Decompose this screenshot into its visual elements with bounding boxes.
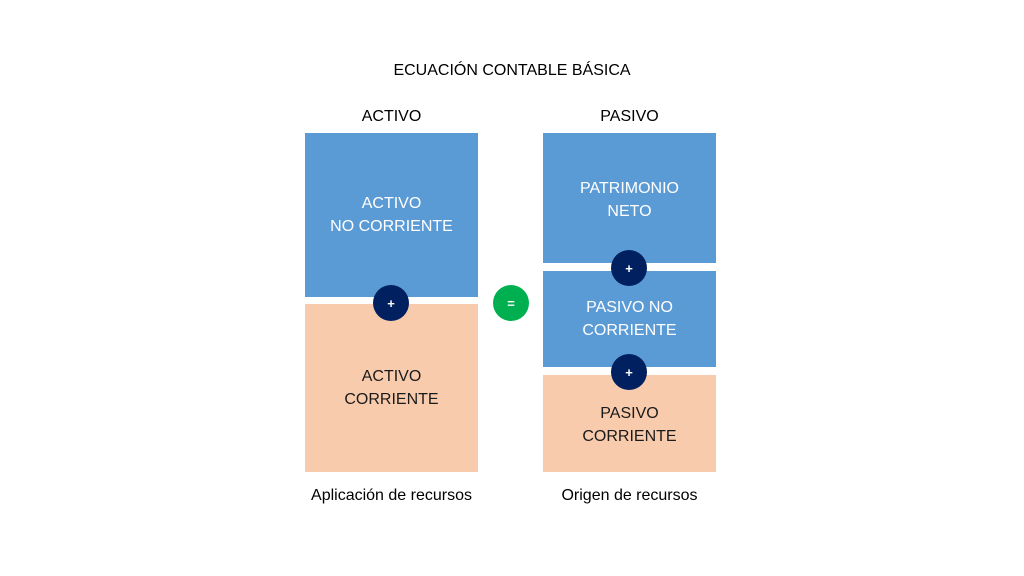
- plus-operator-pasivo-top: +: [611, 250, 647, 286]
- plus-operator-activo: +: [373, 285, 409, 321]
- activo-caption: Aplicación de recursos: [311, 487, 472, 504]
- activo-no-corriente-box: ACTIVO NO CORRIENTE: [305, 133, 478, 297]
- activo-no-corriente-line2: NO CORRIENTE: [330, 218, 453, 235]
- pasivo-no-corriente-line1: PASIVO NO: [586, 299, 673, 316]
- activo-no-corriente-line1: ACTIVO: [361, 195, 422, 212]
- equals-operator: =: [493, 285, 529, 321]
- pasivo-header: PASIVO: [600, 108, 659, 125]
- pasivo-corriente-line1: PASIVO: [600, 405, 659, 422]
- pasivo-no-corriente-line2: CORRIENTE: [582, 322, 677, 339]
- pasivo-caption: Origen de recursos: [561, 487, 698, 504]
- activo-corriente-line2: CORRIENTE: [344, 391, 439, 408]
- pasivo-no-corriente-box: PASIVO NO CORRIENTE: [543, 271, 716, 367]
- plus-operator-pasivo-bottom: +: [611, 354, 647, 390]
- pasivo-corriente-line2: CORRIENTE: [582, 428, 677, 445]
- patrimonio-neto-box: PATRIMONIO NETO: [543, 133, 716, 263]
- patrimonio-neto-line1: PATRIMONIO: [580, 180, 679, 197]
- diagram-title: ECUACIÓN CONTABLE BÁSICA: [393, 62, 631, 79]
- activo-corriente-box: ACTIVO CORRIENTE: [305, 304, 478, 472]
- activo-header: ACTIVO: [361, 108, 422, 125]
- activo-corriente-line1: ACTIVO: [361, 368, 422, 385]
- pasivo-corriente-box: PASIVO CORRIENTE: [543, 375, 716, 472]
- patrimonio-neto-line2: NETO: [607, 203, 652, 220]
